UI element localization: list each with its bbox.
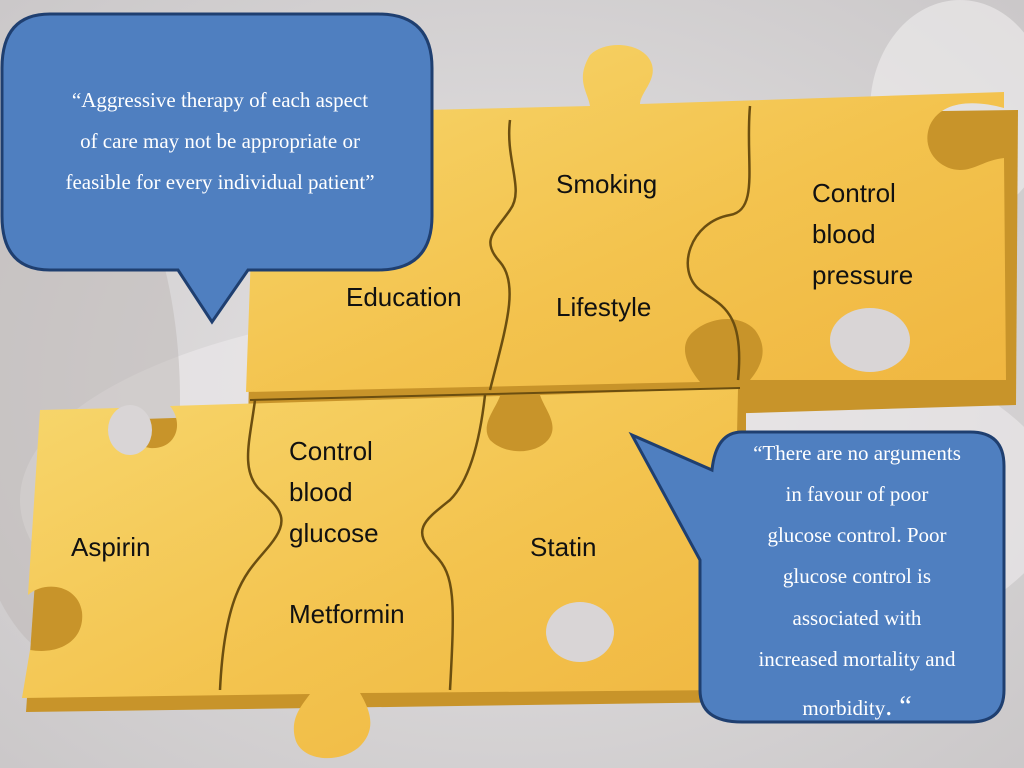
piece-label-control-blood-pressure: Control blood pressure <box>812 178 914 290</box>
piece-label-control-blood-glucose: Control blood glucose <box>289 436 379 548</box>
puzzle-top-row <box>246 44 1006 393</box>
callout-quote-glucose-control: “There are no arguments in favour of poo… <box>718 433 996 735</box>
puzzle-seam <box>249 387 741 401</box>
piece-label-education: Education <box>346 282 462 312</box>
piece-label-metformin: Metformin <box>289 599 405 629</box>
piece-label-aspirin: Aspirin <box>71 532 151 562</box>
puzzle-bottom-row <box>22 388 738 759</box>
piece-label-statin: Statin <box>530 532 597 562</box>
callout-quote-glucose-end: . “ <box>885 690 912 722</box>
piece-label-smoking: Smoking <box>556 169 658 199</box>
piece-label-lifestyle: Lifestyle <box>556 292 652 322</box>
puzzle-seam <box>421 394 487 691</box>
puzzle-seam <box>218 399 283 691</box>
puzzle-seam <box>488 119 517 391</box>
puzzle-notch <box>546 602 614 662</box>
puzzle-seam <box>686 105 752 381</box>
puzzle-notch <box>108 405 152 455</box>
callout-quote-glucose-text: “There are no arguments in favour of poo… <box>753 441 961 720</box>
callout-quote-aggressive-therapy: “Aggressive therapy of each aspect of ca… <box>65 88 375 194</box>
puzzle-notch <box>830 308 910 372</box>
speech-bubble-bottom-right <box>628 430 1006 724</box>
speech-bubble-top-left <box>0 12 434 325</box>
